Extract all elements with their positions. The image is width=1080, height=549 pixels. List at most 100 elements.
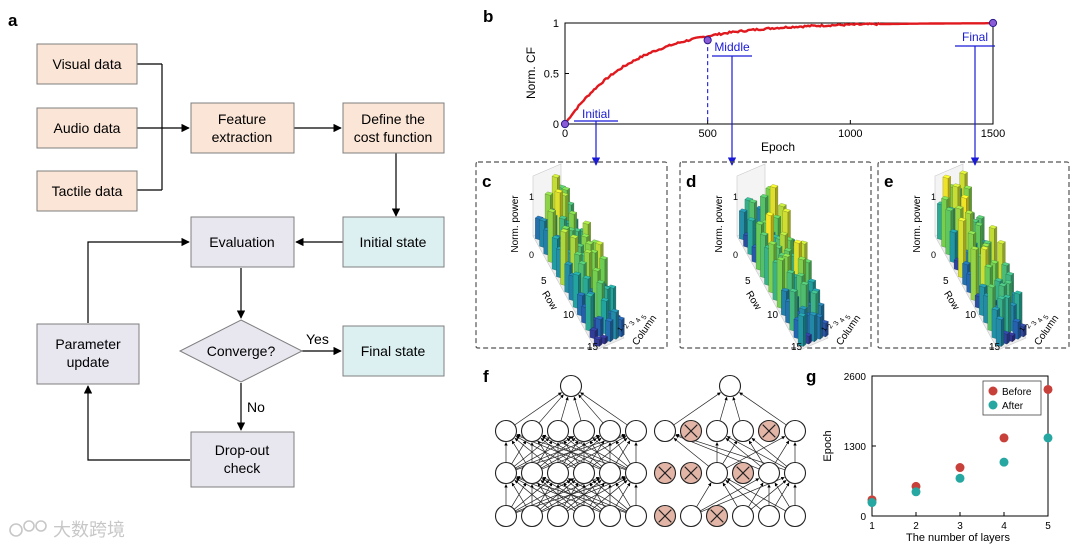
network-edge	[615, 482, 631, 508]
neuron	[653, 419, 677, 443]
bar3d-bar-side	[610, 319, 614, 343]
network-edge	[560, 396, 569, 422]
bar3d-bar-top	[994, 277, 1003, 282]
final-state-label: Final state	[361, 343, 426, 359]
chart-b-xtick-label: 500	[698, 128, 716, 140]
feature-extraction-node: Feature extraction	[190, 102, 295, 154]
bar3d-col-tick: 3	[833, 320, 841, 327]
bar3d-bar-top	[980, 246, 989, 250]
chart-g-point-after	[999, 457, 1009, 467]
bar3d-bar-top	[776, 256, 786, 261]
bar3d-bar-top	[592, 267, 601, 272]
bar3d-row-tick: 15	[791, 342, 803, 353]
bar3d-bar-top	[572, 271, 582, 276]
dropout-label-1: Drop-out	[215, 442, 270, 458]
neuron	[520, 419, 544, 443]
network-edge	[726, 436, 786, 469]
bar3d-col-tick: 1	[617, 326, 625, 333]
bar3d-bar-top	[772, 214, 782, 219]
network-edge	[578, 394, 604, 424]
chart-g-xlabel: The number of layers	[906, 532, 1010, 544]
bar3d-bar-top	[987, 283, 996, 288]
watermark-logo-icon	[9, 520, 47, 537]
network-edge	[563, 440, 579, 465]
chart-b-axes-box	[564, 22, 994, 125]
network-edge	[750, 480, 787, 510]
bar3d-row-label: Row	[539, 289, 559, 312]
neuron	[598, 504, 622, 528]
chart-g-legend: Before After	[982, 380, 1042, 416]
chart-g-point-after	[867, 498, 877, 508]
initial-state-node: Initial state	[342, 216, 445, 268]
network-edge	[573, 396, 582, 422]
dropped-neuron	[731, 461, 755, 485]
neuron	[624, 461, 648, 485]
chart-g-xtick-label: 4	[1001, 521, 1007, 532]
dropped-neuron	[653, 504, 677, 528]
neuron	[598, 419, 622, 443]
network-edge	[580, 392, 628, 426]
network-edge	[722, 482, 738, 508]
network-edge	[774, 482, 790, 508]
input-node-audio: Audio data	[36, 107, 138, 149]
bar3d-bar-top	[759, 194, 769, 199]
bar3d-bar-top	[782, 253, 791, 258]
bar3d-row-tick: 10	[563, 310, 575, 321]
chart-g-points	[867, 384, 1053, 508]
chart-g-point-before	[1043, 384, 1053, 394]
bar3d-bar-side	[803, 314, 807, 347]
bar3d-col-tick: 5	[1043, 314, 1051, 321]
neuron	[757, 461, 781, 485]
bar3d-col-tick: 1	[821, 326, 829, 333]
chart-g-point-after	[955, 473, 965, 483]
bar3d-bar-top	[797, 256, 807, 261]
bar3d-bar-top	[793, 239, 803, 244]
neuron	[520, 504, 544, 528]
network-edge	[725, 480, 762, 510]
bar3d-bar-top	[997, 240, 1006, 245]
neuron	[494, 419, 518, 443]
bar3d-gridline	[799, 337, 829, 351]
network-edge	[591, 480, 628, 510]
neuron	[494, 461, 518, 485]
input-label-audio: Audio data	[54, 120, 121, 136]
bar3d-ztick-bottom: 0	[931, 250, 936, 260]
network-edge	[539, 437, 576, 467]
neuron	[783, 504, 807, 528]
bar3d-bar-top	[595, 315, 604, 320]
bar3d-bar-top	[1001, 262, 1010, 267]
cost-label-2: cost function	[354, 129, 433, 145]
chart-g-point-before	[955, 463, 965, 473]
neuron	[783, 461, 807, 485]
annotation-initial: Initial	[574, 107, 618, 166]
bar3d-ztick-bottom: 0	[733, 250, 738, 260]
bar3d-bar-top	[981, 242, 991, 247]
dropped-neuron	[705, 504, 729, 528]
bar3d-bar-top	[560, 228, 569, 233]
network-edge	[726, 478, 786, 512]
network-edge	[774, 440, 790, 465]
bar3d-zlabel: Norm. power	[912, 195, 923, 253]
bar3d-bar-top	[600, 297, 610, 302]
network-edge	[615, 440, 631, 465]
chart-g-ytick-label: 2600	[844, 372, 867, 383]
converge-label: Converge?	[207, 343, 276, 359]
cost-label-1: Define the	[361, 111, 425, 127]
bar3d-bar	[970, 248, 977, 302]
network-edge	[538, 394, 564, 424]
neuron	[559, 374, 583, 398]
network-edge	[514, 480, 551, 510]
input-label-tactile: Tactile data	[52, 183, 123, 199]
bar3d-bar-top	[755, 220, 765, 225]
parameter-update-node: Parameter update	[36, 323, 140, 385]
bar3d-bar-top	[558, 215, 568, 220]
bar3d-bar-top	[800, 281, 810, 286]
chart-b-xtick-label: 1000	[838, 128, 862, 140]
network-edge	[511, 440, 527, 465]
bar3d-bar-top	[599, 334, 608, 339]
bar3d-bar-top	[747, 217, 756, 222]
bar3d-bar-side	[590, 294, 594, 332]
